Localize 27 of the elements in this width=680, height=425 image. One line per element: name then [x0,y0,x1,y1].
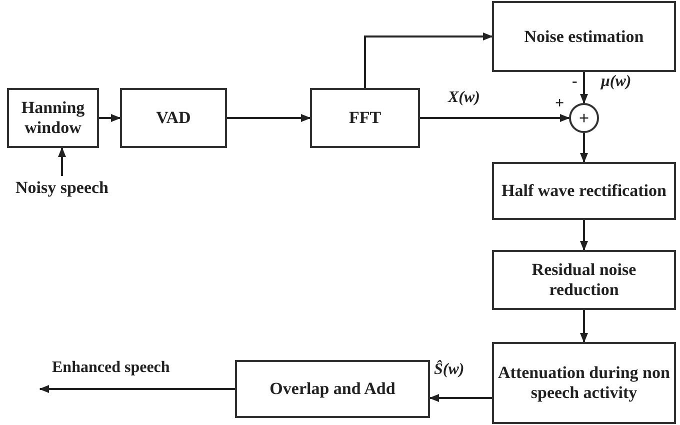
sign-label: + [555,96,564,112]
process-box: Half wave rectification [492,162,676,220]
arrow [580,72,588,104]
process-box: Hanning window [7,88,99,148]
edge-label: Ŝ(w) [434,362,464,378]
edge-label: Enhanced speech [52,360,170,376]
edge-label: X(w) [448,90,480,106]
process-box: Noise estimation [492,1,676,72]
input-label: Noisy speech [6,176,118,200]
arrow [420,114,570,122]
arrow [580,220,588,251]
arrow [58,147,66,176]
arrow [39,385,235,393]
process-box: Residual noise reduction [492,250,676,310]
arrow [580,133,588,163]
process-box: VAD [120,88,227,148]
process-box: FFT [310,88,420,148]
arrow [580,310,588,343]
process-box: Overlap and Add [235,360,430,418]
summing-junction: + [569,103,599,133]
sign-label: - [572,74,578,90]
edge-label: μ(w) [601,74,632,90]
arrow [99,114,121,122]
arrow [429,394,492,402]
arrow [364,32,493,88]
arrow [227,114,311,122]
process-box: Attenuation during non speech activity [492,342,676,424]
